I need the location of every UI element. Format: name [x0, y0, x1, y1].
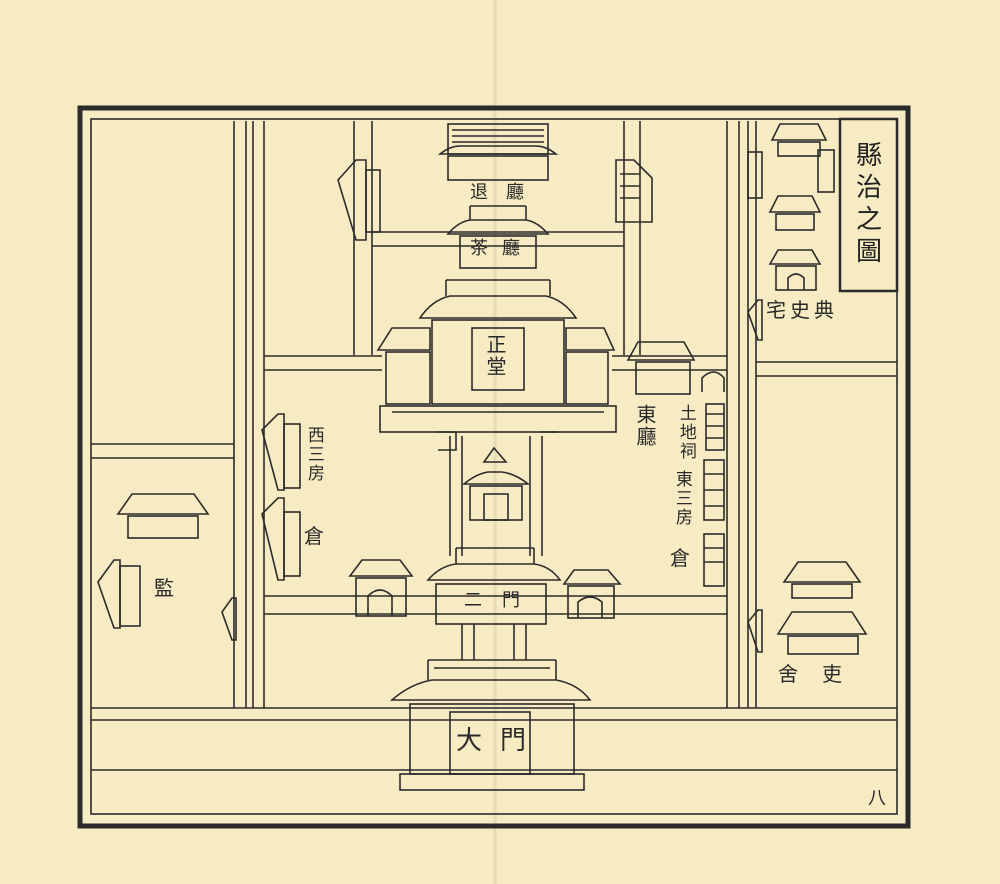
label-east-three-rooms: 東三房	[671, 470, 692, 527]
outer-border	[77, 105, 911, 829]
second-gate-building	[426, 547, 562, 660]
tea-hall-building	[446, 205, 550, 269]
east-three-rooms-building	[703, 459, 725, 521]
west-upper-side-building	[337, 159, 381, 241]
east-upper-courtyard-building	[626, 341, 725, 395]
label-land-shrine: 土地祠	[675, 404, 696, 461]
retreat-hall-building	[437, 123, 559, 181]
page-number: 八	[868, 788, 886, 809]
main-hall-building	[376, 279, 617, 451]
label-east-hall: 東廳	[633, 404, 657, 448]
registrar-residence-buildings	[747, 123, 835, 291]
inner-border	[90, 118, 898, 815]
label-registrar-residence: 典史宅	[766, 298, 838, 322]
prison-lower-building	[97, 559, 141, 629]
label-great-gate: 大門	[456, 726, 545, 756]
label-west-three-rooms: 西三房	[303, 426, 324, 483]
label-retreat-hall: 退廳	[470, 182, 542, 203]
prison-upper-building	[116, 493, 210, 539]
central-pavilion	[461, 446, 531, 521]
west-granary-building	[261, 497, 301, 581]
east-land-shrine-building	[705, 403, 725, 451]
east-road-gates	[747, 299, 763, 653]
label-clerk-quarters: 吏舍	[778, 662, 866, 686]
west-gate-side	[221, 597, 237, 641]
title-cartouche	[838, 117, 899, 293]
label-main-hall: 正堂	[483, 334, 507, 378]
east-granary-building	[703, 533, 725, 587]
map-title: 縣治之圖	[851, 141, 882, 269]
west-side-gatehouse	[348, 559, 414, 617]
west-three-rooms-building	[261, 413, 301, 491]
great-gate-building	[389, 659, 592, 791]
clerk-quarters-buildings	[776, 561, 868, 655]
label-west-granary: 倉	[304, 524, 324, 548]
label-second-gate: 二門	[464, 590, 540, 611]
east-side-gatehouse	[562, 569, 622, 619]
label-prison: 監	[154, 576, 174, 600]
label-tea-hall: 茶廳	[470, 238, 534, 259]
label-east-granary: 倉	[670, 546, 690, 570]
east-upper-side-building	[615, 159, 653, 223]
